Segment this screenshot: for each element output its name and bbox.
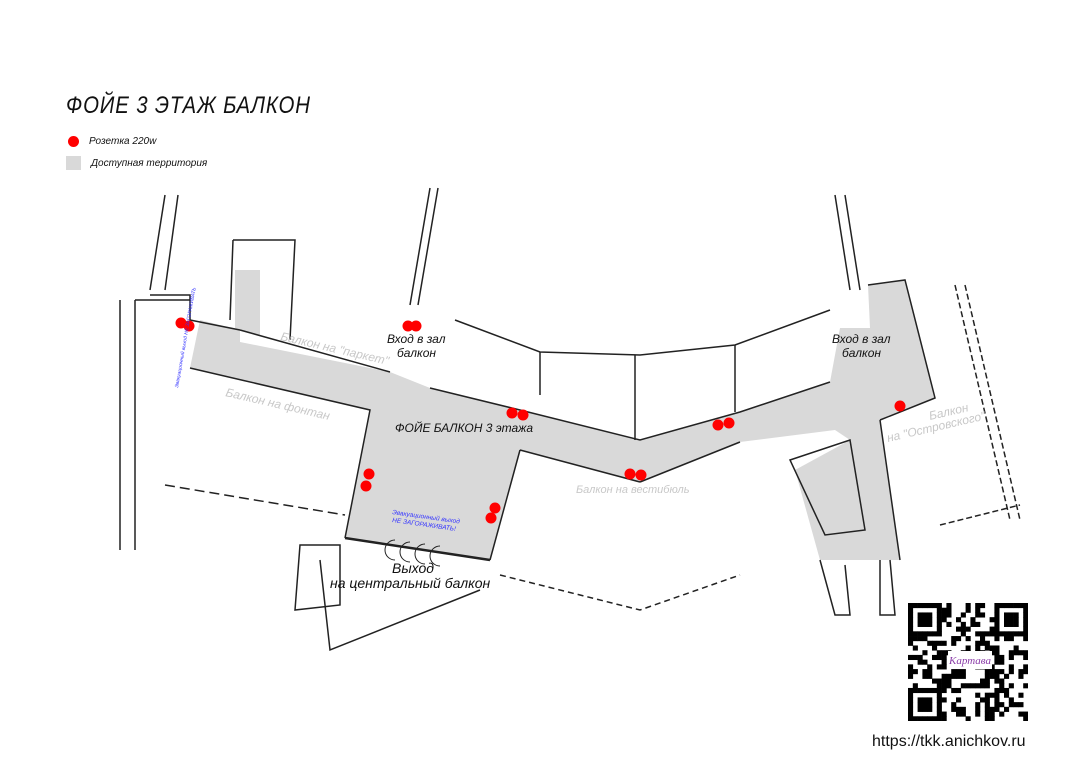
outlet-marker [360,480,372,492]
legend-outlet: Розетка 220w [66,136,156,147]
foyer-label: ФОЙЕ БАЛКОН 3 этажа [395,419,533,435]
outlet-marker [894,400,906,412]
outlet-marker [624,468,636,480]
outlet-marker [183,320,195,332]
outlet-marker [485,512,497,524]
outlet-marker [402,320,414,332]
outlet-marker [363,468,375,480]
entrance-right-label-2: балкон [842,346,881,360]
exit-label: Выход [392,560,434,576]
outlet-marker [410,320,422,332]
website-link[interactable]: https://tkk.anichkov.ru [872,733,1026,750]
exit-doors-icon [384,539,441,567]
page-title: ФОЙЕ 3 ЭТАЖ БАЛКОН [66,92,311,119]
legend-area-label: Доступная территория [91,157,208,169]
exit-label-2: на центральный балкон [330,575,491,591]
accessible-area [190,270,935,560]
balcony-vestibule-label: Балкон на вестибюль [576,484,690,496]
outlet-marker [506,407,518,419]
walls [119,187,1021,652]
evac-notice-side: Эвакуационный выход НЕ ЗАГОРАЖИВАТЬ [173,287,198,388]
outlet-marker [723,417,735,429]
entrance-right-label: Вход в зал [832,332,891,346]
outlet-marker [712,419,724,431]
outlets [175,317,906,524]
qr-code-icon: Картава [908,603,1028,721]
legend-area: Доступная территория [66,156,207,170]
qr-logo-text: Картава [948,655,991,667]
outlet-marker [489,502,501,514]
entrance-left-label: Вход в зал [387,332,446,346]
legend-outlet-label: Розетка 220w [89,136,157,147]
entrance-left-label-2: балкон [397,346,436,360]
outlet-marker [635,469,647,481]
area-swatch-icon [66,156,81,170]
outlet-icon [68,136,79,147]
outlet-marker [517,409,529,421]
